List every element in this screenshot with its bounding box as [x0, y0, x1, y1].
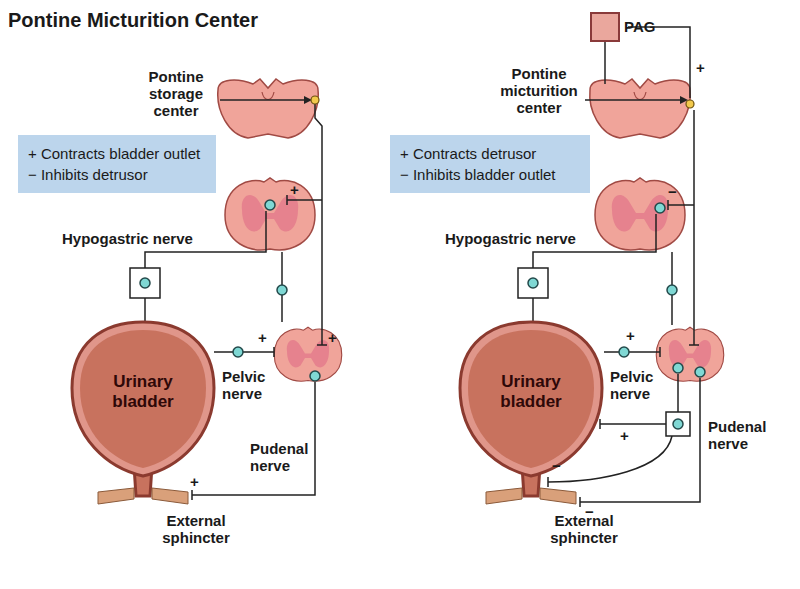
legend-box: + Contracts bladder outlet− Inhibits det… — [18, 135, 216, 193]
drawing-part — [518, 268, 548, 298]
drawing-part — [274, 327, 342, 381]
legend-box: + Contracts detrusor− Inhibits bladder o… — [390, 135, 590, 193]
drawing-part — [656, 327, 724, 381]
bladder-lumen — [80, 330, 206, 468]
drawing-part — [140, 278, 150, 288]
drawing-part — [695, 367, 705, 377]
part-label: Pontine storage center — [135, 68, 217, 119]
drawing-part — [218, 79, 318, 138]
neuron-cell — [140, 200, 705, 429]
ganglion-box — [130, 268, 690, 436]
drawing-part — [667, 285, 677, 295]
urinary-bladder: Urinary bladder — [68, 318, 218, 478]
part-label: Pelvic nerve — [222, 368, 274, 402]
drawing-part — [130, 268, 160, 298]
sign-label: + — [626, 328, 635, 344]
drawing-part — [656, 327, 724, 381]
drawing-part — [677, 374, 679, 412]
bladder-wall — [72, 322, 214, 476]
drawing-part — [689, 110, 699, 345]
sign-label: + — [258, 330, 267, 346]
node-text: + Contracts bladder outlet — [44, 143, 206, 164]
drawing-part — [233, 347, 243, 357]
drawing-part — [686, 100, 694, 108]
sign-label: − — [668, 184, 677, 200]
drawing-part — [666, 412, 690, 436]
drawing-part — [315, 104, 327, 345]
drawing-part — [310, 371, 320, 381]
drawing-part — [604, 42, 606, 84]
drawing-part — [604, 347, 660, 357]
drawing-part — [595, 178, 685, 250]
node-text: Urinary bladder — [88, 372, 198, 412]
nerve-wires — [139, 27, 700, 507]
drawing-part — [214, 347, 274, 357]
bladder-lumen — [468, 330, 594, 468]
sign-label: + — [696, 60, 705, 76]
drawing-part — [673, 419, 683, 429]
node-text: PAG — [624, 18, 655, 35]
drawing-part — [220, 99, 306, 101]
drawing-part — [527, 298, 539, 322]
drawing-part — [274, 327, 342, 381]
part-label: Hypogastric nerve — [445, 230, 576, 247]
drawing-part — [673, 363, 683, 373]
part-label: Pelvic nerve — [610, 368, 662, 402]
drawing-part — [590, 79, 690, 138]
drawing-part — [528, 278, 538, 288]
urinary-bladder: Urinary bladder — [456, 318, 606, 478]
part-label: External sphincter — [534, 512, 634, 546]
part-label: Hypogastric nerve — [62, 230, 193, 247]
node-text: − Inhibits bladder outlet — [416, 164, 580, 185]
node-text: + Contracts detrusor — [416, 143, 580, 164]
drawing-part — [655, 203, 665, 213]
drawing-part — [311, 96, 319, 104]
part-label: Pudenal nerve — [250, 440, 320, 474]
drawing-part — [225, 178, 315, 250]
part-label: Pontine micturition center — [498, 65, 580, 116]
sign-label: − — [552, 458, 561, 474]
sign-label: + — [290, 182, 299, 198]
drawing-part — [139, 298, 151, 322]
node-text: Urinary bladder — [476, 372, 586, 412]
sign-label: + — [328, 330, 337, 346]
drawing-part — [619, 347, 629, 357]
drawing-part — [265, 200, 275, 210]
part-label: Pudenal nerve — [708, 418, 778, 452]
diagram-title: Pontine Micturition Center — [8, 8, 258, 32]
drawing-part — [585, 99, 682, 101]
node-text: − Inhibits detrusor — [44, 164, 206, 185]
sign-label: + — [190, 474, 199, 490]
drawing-part — [668, 200, 694, 210]
drawing-part — [277, 285, 287, 295]
pag-box: PAG — [590, 12, 620, 42]
bladder-wall — [460, 322, 602, 476]
part-label: External sphincter — [146, 512, 246, 546]
drawing-part — [628, 27, 690, 98]
sign-label: + — [620, 428, 629, 444]
drawing-part — [600, 419, 666, 429]
